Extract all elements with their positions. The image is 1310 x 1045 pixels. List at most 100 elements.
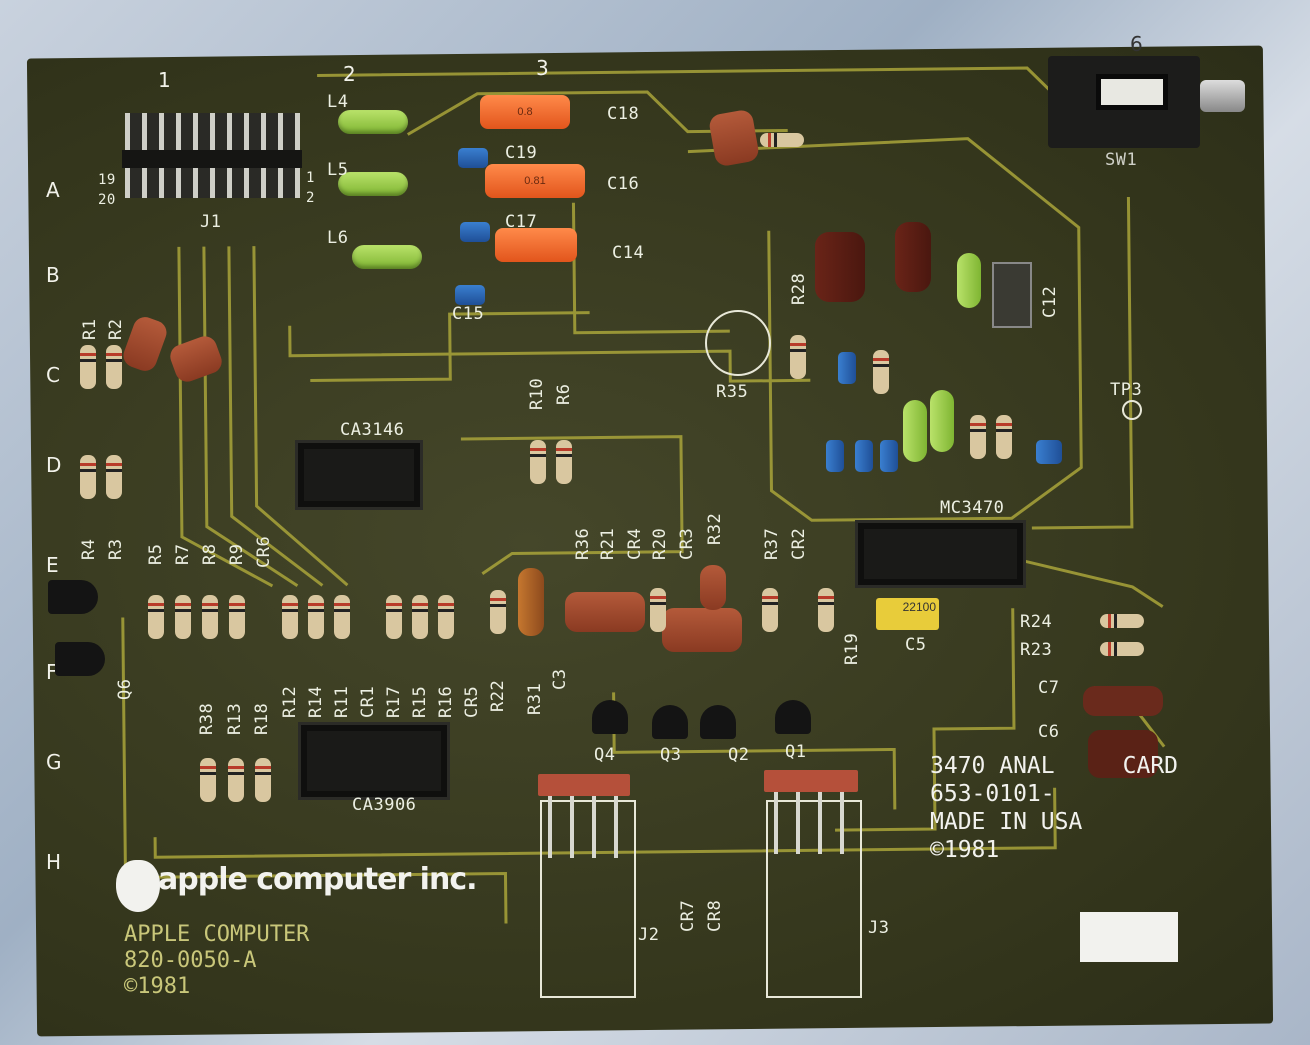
trimmer-r35-outline	[705, 310, 771, 376]
label-r5: R5	[146, 543, 166, 565]
silkscreen-copyright: ©1981	[124, 974, 191, 999]
label-r11: R11	[332, 685, 352, 718]
switch-lever	[1200, 80, 1245, 112]
capacitor	[700, 565, 726, 610]
resistor-r20	[650, 588, 666, 632]
capacitor	[855, 440, 873, 472]
resistor-r22	[490, 590, 506, 634]
resistor-r19	[818, 588, 834, 632]
label-r31: R31	[525, 682, 545, 715]
inductor-l4	[338, 110, 408, 134]
label-r23: R23	[1020, 640, 1053, 660]
resistor-r13	[228, 758, 244, 802]
label-c3: C3	[550, 668, 570, 690]
label-c12: C12	[1040, 285, 1060, 318]
ic-socket-u1	[298, 722, 450, 800]
resistor-r6	[556, 440, 572, 484]
label-cr5: CR5	[462, 685, 482, 718]
transistor-q4	[592, 700, 628, 734]
resistor	[996, 415, 1012, 459]
label-cr1: CR1	[358, 685, 378, 718]
label-r2: R2	[106, 318, 126, 340]
connector-j2	[538, 774, 630, 796]
silkscreen-assembly-number: 653-0101-	[930, 781, 1055, 807]
label-r3: R3	[106, 538, 126, 560]
transistor-q6	[55, 642, 105, 676]
label-mc3470: MC3470	[940, 498, 1005, 518]
label-r7: R7	[173, 543, 193, 565]
resistor	[873, 350, 889, 394]
resistor-r10	[530, 440, 546, 484]
label-r12: R12	[280, 685, 300, 718]
inductor-l5	[338, 172, 408, 196]
pin-label-1: 1	[306, 170, 315, 186]
inductor	[957, 253, 981, 308]
label-j1: J1	[200, 212, 222, 232]
apple-computer-logo-text: apple computer inc.	[158, 862, 477, 897]
column-marker-6: 6	[1130, 32, 1143, 56]
label-l5: L5	[327, 160, 349, 180]
label-r18: R18	[252, 702, 272, 735]
capacitor	[838, 352, 856, 384]
transistor-q2	[700, 705, 736, 739]
capacitor-c12	[992, 262, 1032, 328]
capacitor-c6	[1088, 730, 1158, 778]
resistor-r11	[334, 595, 350, 639]
row-marker-b: B	[46, 263, 60, 287]
capacitor	[707, 108, 761, 168]
label-r10: R10	[527, 377, 547, 410]
pin-label-20: 20	[98, 192, 116, 208]
resistor-r15	[412, 595, 428, 639]
label-r36: R36	[573, 527, 593, 560]
connector-j2-pins	[548, 796, 636, 858]
column-marker-1: 1	[158, 68, 171, 92]
resistor-r12	[282, 595, 298, 639]
transistor-q5	[48, 580, 98, 614]
capacitor-c5: 22100	[876, 598, 939, 630]
label-c14: C14	[612, 243, 645, 263]
capacitor	[662, 608, 742, 652]
label-c19: C19	[505, 143, 538, 163]
label-j3: J3	[868, 918, 890, 938]
label-r17: R17	[384, 685, 404, 718]
switch-sw1	[1048, 56, 1200, 148]
resistor-r5	[148, 595, 164, 639]
connector-j3-pins	[774, 792, 862, 854]
label-r6: R6	[554, 383, 574, 405]
label-r35: R35	[716, 382, 749, 402]
column-marker-2: 2	[343, 62, 356, 86]
row-marker-d: D	[46, 453, 62, 477]
test-point-tp3	[1122, 400, 1142, 420]
apple-logo-icon	[116, 860, 160, 912]
pin-label-19: 19	[98, 172, 116, 188]
ic-socket-u2	[295, 440, 423, 510]
label-r15: R15	[410, 685, 430, 718]
resistor-r18	[255, 758, 271, 802]
capacitor-c19	[458, 148, 488, 168]
row-marker-f: F	[46, 660, 58, 684]
resistor-r14	[308, 595, 324, 639]
label-r19: R19	[842, 632, 862, 665]
label-q4: Q4	[594, 745, 616, 765]
silkscreen-card-suffix: CARD	[1122, 753, 1179, 779]
label-cr3: CR3	[677, 527, 697, 560]
label-r4: R4	[79, 538, 99, 560]
label-c16: C16	[607, 174, 640, 194]
label-q3: Q3	[660, 745, 682, 765]
label-q2: Q2	[728, 745, 750, 765]
capacitor	[565, 592, 645, 632]
capacitor	[815, 232, 865, 302]
resistor-r8	[202, 595, 218, 639]
capacitor	[826, 440, 844, 472]
inductor	[930, 390, 954, 452]
blank-label-sticker	[1080, 912, 1178, 962]
resistor-r1	[80, 345, 96, 389]
resistor-r28	[790, 335, 806, 379]
resistor-r37	[762, 588, 778, 632]
label-c17: C17	[505, 212, 538, 232]
label-tp3: TP3	[1110, 380, 1143, 400]
connector-j3	[764, 770, 858, 792]
capacitor-c14	[495, 228, 577, 262]
label-r16: R16	[436, 685, 456, 718]
row-marker-h: H	[46, 850, 62, 874]
